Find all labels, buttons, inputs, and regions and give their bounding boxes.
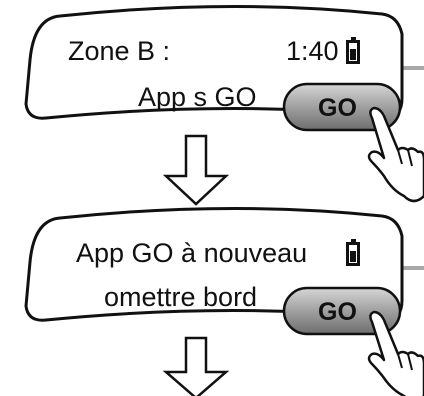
go-button-1-label: GO <box>318 94 357 122</box>
screen-2-instruction-line-2: omettre bord <box>104 282 258 312</box>
screen-1-time: 1:40 <box>286 36 339 66</box>
down-arrow-icon <box>162 134 230 206</box>
screen-2-instruction-line-1: App GO à nouveau <box>76 238 308 268</box>
battery-icon <box>346 37 360 64</box>
screen-2 <box>24 206 424 336</box>
screen-1-instruction: App s GO <box>138 82 257 112</box>
down-arrow-icon <box>162 336 230 396</box>
screen-1-zone-label: Zone B : <box>68 36 171 66</box>
go-button-2-label: GO <box>318 298 357 326</box>
battery-icon <box>346 239 360 266</box>
